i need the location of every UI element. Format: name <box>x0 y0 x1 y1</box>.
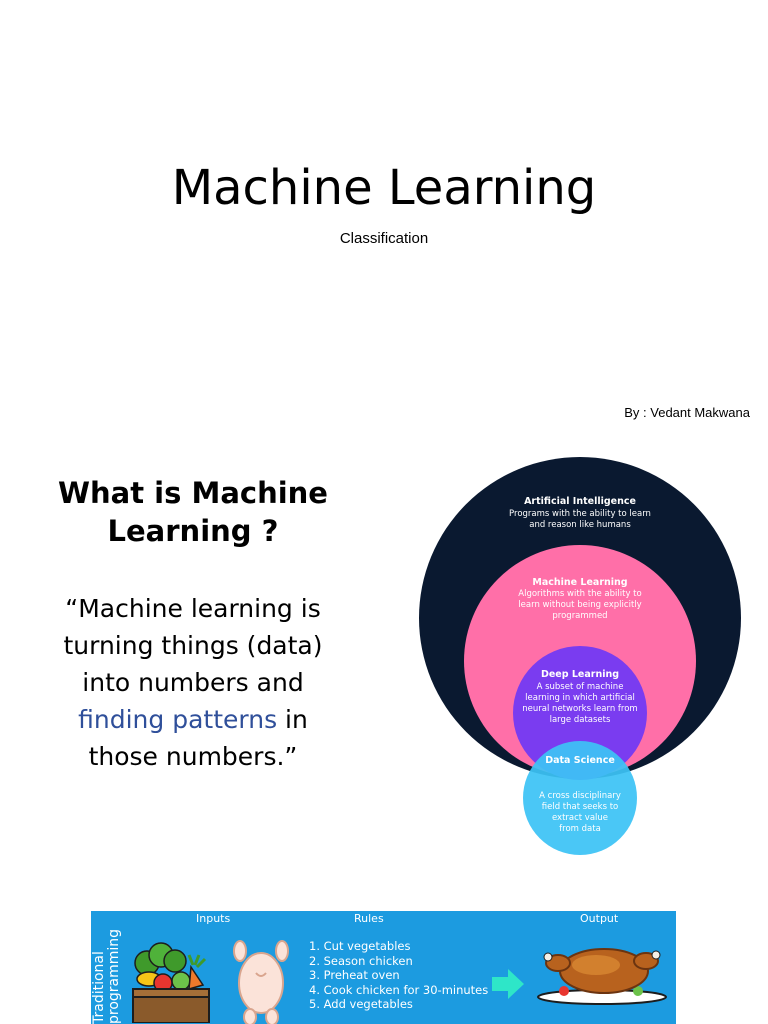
quote-highlight: finding patterns <box>78 705 278 734</box>
rule-item: 5. Add vegetables <box>309 997 413 1011</box>
dl-circle <box>513 646 647 780</box>
ml-desc-3: programmed <box>552 611 607 621</box>
ds-title: Data Science <box>545 755 615 766</box>
ml-desc-2: learn without being explicitly <box>518 600 641 610</box>
arrow-right-icon <box>492 969 524 999</box>
slide-heading: What is Machine Learning ? <box>30 474 356 550</box>
ai-desc-2: and reason like humans <box>529 520 631 530</box>
roast-chicken-icon <box>537 948 667 1005</box>
quote-line-5: those numbers.” <box>88 742 298 771</box>
rule-item: 1. Cut vegetables <box>309 939 411 953</box>
what-is-ml-slide: What is Machine Learning ? “Machine lear… <box>0 440 768 910</box>
ml-title: Machine Learning <box>532 577 627 588</box>
inputs-header: Inputs <box>196 912 231 925</box>
rule-item: 3. Preheat oven <box>309 968 400 982</box>
ai-ml-dl-ds-diagram: Artificial Intelligence Programs with th… <box>419 457 741 855</box>
quote-line-2: turning things (data) <box>63 631 323 660</box>
quote-line-3: into numbers and <box>82 668 304 697</box>
title-slide: Machine Learning Classification By : Ved… <box>0 0 768 440</box>
slide-title: Machine Learning <box>171 160 597 216</box>
ml-quote: “Machine learning is turning things (dat… <box>30 590 356 775</box>
ds-desc-4: from data <box>559 824 601 834</box>
rules-header: Rules <box>354 912 384 925</box>
ai-desc-1: Programs with the ability to learn <box>509 509 651 519</box>
dl-title: Deep Learning <box>541 669 619 680</box>
ds-desc-2: field that seeks to <box>542 802 618 812</box>
ds-circle <box>523 741 637 855</box>
quote-line-4-rest: in <box>277 705 308 734</box>
raw-chicken-icon <box>233 940 289 1024</box>
traditional-programming-slide: Traditional programming Inputs Rules Out… <box>91 911 676 1024</box>
heading-line-2: Learning ? <box>107 514 279 548</box>
quote-line-4: finding patterns in <box>30 701 356 738</box>
dl-desc-2: learning in which artificial <box>525 693 635 703</box>
dl-desc-3: neural networks learn from <box>522 704 637 714</box>
ds-desc-1: A cross disciplinary <box>539 791 621 801</box>
output-header: Output <box>580 912 619 925</box>
side-label: Traditional programming <box>91 911 122 1024</box>
heading-line-1: What is Machine <box>58 476 328 510</box>
dl-desc-4: large datasets <box>550 715 611 725</box>
rules-list: 1. Cut vegetables 2. Season chicken 3. P… <box>309 939 488 1012</box>
quote-line-1: “Machine learning is <box>65 594 321 623</box>
slide-subtitle: Classification <box>339 230 429 247</box>
rule-item: 4. Cook chicken for 30-minutes <box>309 982 489 997</box>
vegetable-crate-icon <box>132 942 210 1023</box>
side-label-line-1: Traditional <box>91 951 107 1024</box>
author-credit: By : Vedant Makwana <box>624 405 750 420</box>
rule-item: 2. Season chicken <box>309 953 413 968</box>
ai-title: Artificial Intelligence <box>524 496 636 507</box>
ml-desc-1: Algorithms with the ability to <box>518 589 641 599</box>
dl-desc-1: A subset of machine <box>537 682 624 692</box>
ds-desc-3: extract value <box>552 813 608 823</box>
side-label-line-2: programming <box>106 928 122 1024</box>
